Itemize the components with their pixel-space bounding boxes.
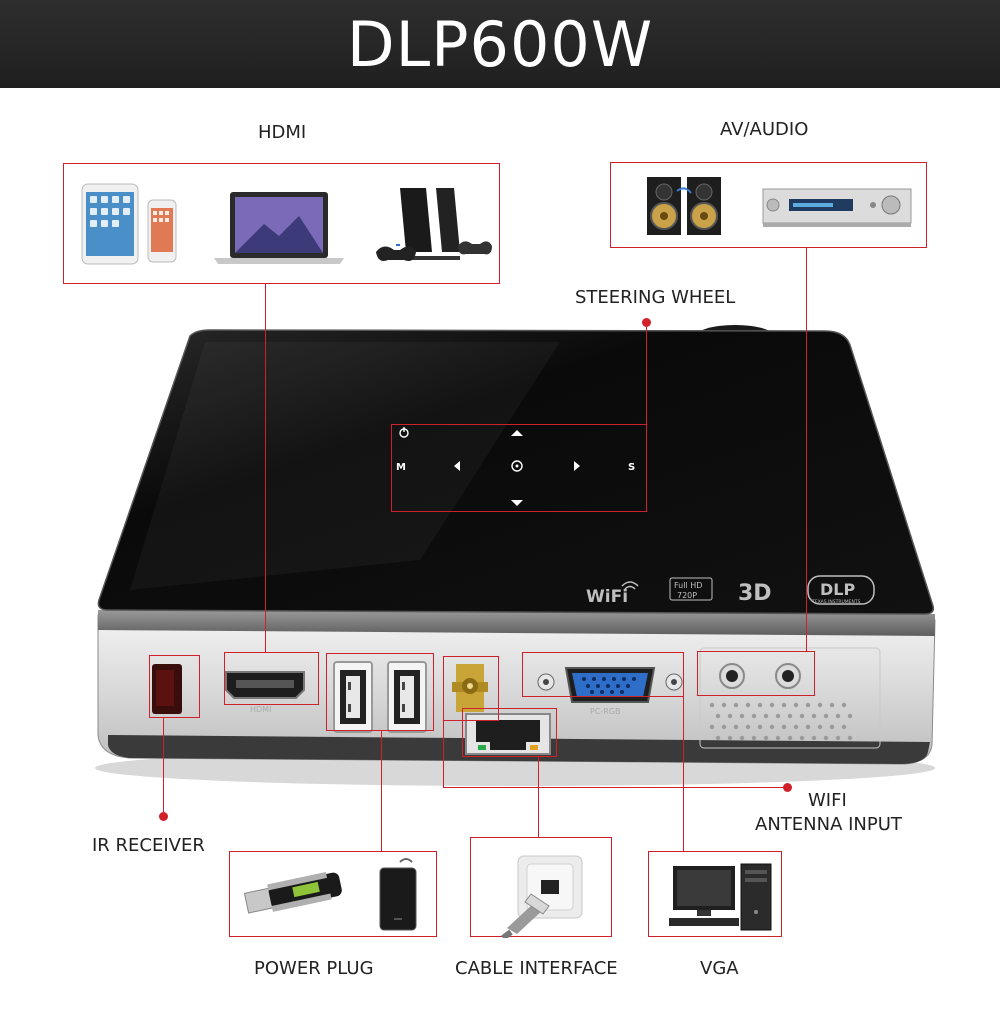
wifi-logo: WiFi — [586, 587, 628, 607]
steering-connector-line — [646, 322, 647, 424]
ir-receiver-label: IR RECEIVER — [92, 835, 205, 856]
game-console-icon — [376, 188, 492, 261]
vga-port: PC-RGB — [537, 667, 683, 716]
hdmi-connector-line — [265, 284, 266, 652]
ethernet-cable-icon — [501, 893, 550, 941]
vga-port-label: PC-RGB — [590, 707, 621, 716]
m-glyph: M — [396, 462, 406, 473]
page-title: DLP600W — [346, 7, 654, 81]
phone-icon — [147, 199, 177, 263]
steering-wheel-label: STEERING WHEEL — [575, 287, 736, 308]
antenna-connector — [452, 664, 488, 712]
tablet-icon — [81, 183, 139, 265]
av-audio-label: AV/AUDIO — [720, 119, 809, 140]
ir-connector-line — [163, 718, 164, 816]
pc-tower-icon — [740, 863, 772, 931]
steering-wheel-callout — [391, 424, 647, 512]
fullhd-logo: Full HD — [674, 581, 702, 590]
header-bar: DLP600W — [0, 0, 1000, 88]
vga-port-callout — [522, 652, 684, 697]
antenna-input-label: ANTENNA INPUT — [755, 814, 902, 835]
wifi-arcs-icon — [621, 581, 639, 590]
wifi-label: WIFI — [808, 790, 847, 811]
right-glyph — [574, 461, 580, 471]
ethernet-port — [465, 713, 551, 755]
ir-receiver-callout — [149, 655, 200, 718]
vga-connector-line — [683, 697, 684, 851]
power-plug-label: POWER PLUG — [254, 958, 374, 979]
vga-devices-box — [648, 851, 782, 937]
dlp-sub-logo: TEXAS INSTRUMENTS — [811, 599, 861, 605]
speaker-grille — [709, 702, 853, 741]
resolution-logo: 720P — [677, 591, 697, 600]
speaker-icon — [647, 177, 721, 235]
ethernet-callout — [462, 708, 557, 757]
amplifier-icon — [762, 188, 912, 227]
antenna-callout — [443, 656, 499, 721]
three-d-logo: 3D — [738, 581, 772, 606]
vga-label: VGA — [700, 958, 739, 979]
antenna-line-vertical — [443, 721, 444, 787]
av-connector-line — [806, 248, 807, 651]
ir-dot — [159, 812, 168, 821]
projector-top — [97, 329, 935, 615]
hdmi-port-label: HDMI — [250, 705, 271, 714]
wall-ethernet-jack-icon — [517, 855, 583, 919]
hdmi-label: HDMI — [258, 122, 307, 143]
left-glyph — [454, 461, 460, 471]
av-audio-callout — [697, 651, 815, 696]
antenna-line-horizontal — [443, 787, 787, 788]
av-audio-devices-box — [610, 162, 927, 248]
down-glyph — [511, 500, 523, 506]
usb-port-1 — [333, 661, 373, 733]
monitor-icon — [669, 866, 739, 926]
power-plug-devices-box — [229, 851, 437, 937]
audio-jacks — [719, 663, 801, 689]
antenna-dot — [783, 783, 792, 792]
hdmi-port-callout — [224, 652, 319, 705]
top-logos: WiFi Full HD 720P 3D DLP TEXAS INSTRUMEN… — [586, 575, 875, 607]
up-glyph — [511, 430, 523, 436]
laptop-icon — [214, 192, 344, 264]
usb-ports-callout — [326, 653, 434, 731]
ethernet-connector-line — [538, 757, 539, 837]
usb-connector-line — [381, 731, 382, 851]
cable-interface-label: CABLE INTERFACE — [455, 958, 618, 979]
power-glyph — [399, 427, 409, 438]
external-hard-drive-icon — [379, 858, 417, 931]
cable-interface-box — [470, 837, 612, 941]
control-panel: M S — [396, 427, 635, 506]
usb-flash-drive-icon — [243, 872, 342, 914]
dlp-logo: DLP — [820, 580, 855, 599]
s-glyph: S — [628, 462, 635, 473]
steering-dot — [642, 318, 651, 327]
usb-port-2 — [387, 661, 427, 733]
ok-glyph — [511, 460, 523, 472]
hdmi-devices-box — [63, 163, 500, 284]
